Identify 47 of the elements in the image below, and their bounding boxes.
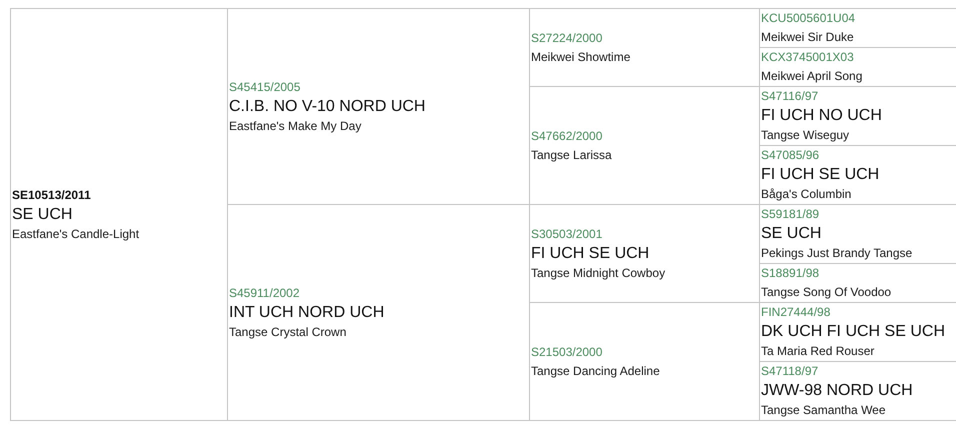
registration-number: S18891/98: [761, 265, 820, 282]
registration-number: S45415/2005: [229, 78, 302, 96]
champion-titles: SE UCH: [12, 204, 74, 224]
registration-number: SE10513/2011: [12, 186, 92, 204]
pedigree-cell: [10, 8, 228, 420]
registration-number: S27224/2000: [531, 30, 604, 46]
registration-number: KCU5005601U04: [761, 10, 856, 27]
champion-titles: SE UCH: [761, 224, 822, 244]
dog-name: Eastfane's Make My Day: [229, 118, 362, 134]
registration-number: S59181/89: [761, 206, 820, 223]
pedigree-cell: [760, 8, 956, 48]
dog-name: Tangse Midnight Cowboy: [531, 264, 666, 282]
registration-number: S21503/2000: [531, 344, 604, 360]
pedigree-cell: [228, 204, 530, 420]
dog-name: Tangse Song Of Voodoo: [761, 284, 892, 301]
dog-name: Båga's Columbin: [761, 186, 852, 203]
dog-name: Ta Maria Red Rouser: [761, 343, 876, 360]
registration-number: S47116/97: [761, 88, 820, 105]
dog-name: Tangse Wiseguy: [761, 127, 850, 144]
champion-titles: FI UCH SE UCH: [531, 244, 650, 264]
registration-number: S30503/2001: [531, 226, 604, 242]
pedigree-cell: [228, 8, 530, 204]
dog-name: Tangse Larissa: [531, 146, 613, 164]
registration-number: FIN27444/98: [761, 304, 832, 321]
pedigree-cell: [530, 204, 760, 302]
champion-titles: FI UCH NO UCH: [761, 106, 883, 126]
registration-number: S45911/2002: [229, 284, 301, 302]
dog-name: Pekings Just Brandy Tangse: [761, 245, 914, 262]
registration-number: S47118/97: [761, 363, 820, 380]
dog-name: Tangse Samantha Wee: [761, 402, 887, 419]
pedigree-cell: [530, 302, 760, 420]
champion-titles: FI UCH SE UCH: [761, 165, 880, 185]
champion-titles: DK UCH FI UCH SE UCH: [761, 322, 946, 342]
pedigree-cell: [530, 86, 760, 204]
dog-name: Tangse Crystal Crown: [229, 324, 348, 340]
registration-number: S47085/96: [761, 147, 820, 164]
dog-name: Meikwei Sir Duke: [761, 29, 855, 46]
registration-number: S47662/2000: [531, 128, 604, 144]
champion-titles: JWW-98 NORD UCH: [761, 381, 914, 401]
registration-number: KCX3745001X03: [761, 49, 855, 66]
champion-titles: C.I.B. NO V-10 NORD UCH: [229, 96, 426, 116]
dog-name: Eastfane's Candle-Light: [12, 226, 140, 242]
champion-titles: INT UCH NORD UCH: [229, 302, 386, 322]
dog-name: Tangse Dancing Adeline: [531, 362, 661, 380]
dog-name: Meikwei Showtime: [531, 48, 632, 66]
pedigree-cell: [530, 8, 760, 86]
dog-name: Meikwei April Song: [761, 68, 864, 85]
